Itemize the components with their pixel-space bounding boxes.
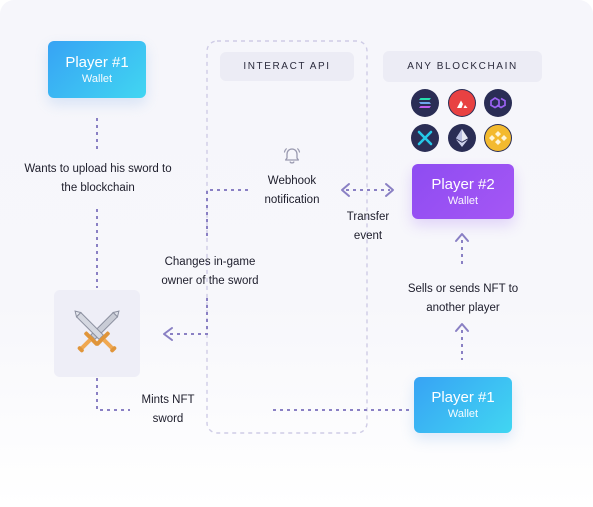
player1-wallet-bottom: Player #1 Wallet xyxy=(414,377,512,433)
sword-tile xyxy=(54,290,140,377)
bnb-icon xyxy=(484,124,512,152)
mint-label: Mints NFT sword xyxy=(141,394,195,425)
transfer-label: Transfer event xyxy=(346,211,390,242)
arrowhead-left xyxy=(341,183,350,197)
player2-wallet: Player #2 Wallet xyxy=(412,164,514,219)
crossed-swords-icon xyxy=(74,310,120,353)
sells-label: Sells or sends NFT to another player xyxy=(407,283,519,314)
immutable-x-icon xyxy=(411,124,439,152)
player-subtitle: Wallet xyxy=(447,408,479,420)
avalanche-icon xyxy=(448,89,476,117)
bell-icon xyxy=(283,148,301,164)
player-title: Player #1 xyxy=(65,53,129,71)
any-blockchain-pill: ANY BLOCKCHAIN xyxy=(383,51,542,82)
webhook-label: Webhook notification xyxy=(264,175,320,206)
arrowhead-right xyxy=(385,183,394,197)
arrowhead-up-player2 xyxy=(455,233,469,242)
arrowhead-up-sells xyxy=(455,323,469,332)
player-subtitle: Wallet xyxy=(81,72,113,85)
interact-api-pill: INTERACT API xyxy=(220,52,354,81)
player-subtitle: Wallet xyxy=(447,194,479,207)
solana-icon xyxy=(411,89,439,117)
owner-label: Changes in-game owner of the sword xyxy=(161,256,259,287)
player1-wallet-top: Player #1 Wallet xyxy=(48,41,146,98)
polygon-icon xyxy=(484,89,512,117)
player-title: Player #1 xyxy=(431,389,495,406)
player-title: Player #2 xyxy=(431,175,495,193)
connector-owner-to-sword xyxy=(168,298,208,335)
connector-webhook-to-owner xyxy=(206,189,248,240)
upload-label: Wants to upload his sword to the blockch… xyxy=(24,163,172,194)
ethereum-icon xyxy=(448,124,476,152)
arrowhead-to-sword xyxy=(163,327,173,341)
